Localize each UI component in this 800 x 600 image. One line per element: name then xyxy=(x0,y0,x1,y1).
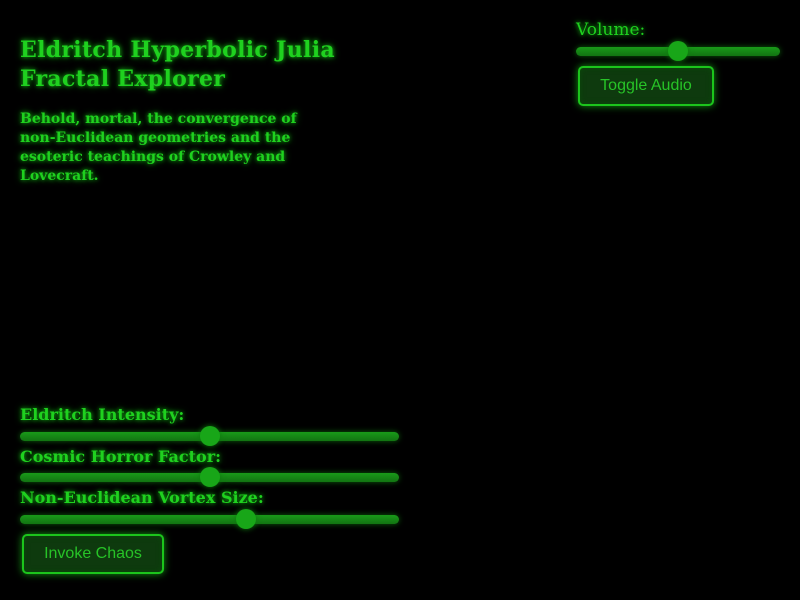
page-description: Behold, mortal, the convergence of non-E… xyxy=(20,111,297,184)
vortex-size-slider[interactable] xyxy=(20,509,399,529)
eldritch-intensity-thumb[interactable] xyxy=(199,426,220,446)
toggle-audio-button[interactable]: Toggle Audio xyxy=(578,66,714,106)
volume-slider-thumb[interactable] xyxy=(668,41,688,61)
vortex-size-label: Non-Euclidean Vortex Size: xyxy=(20,488,264,507)
volume-label: Volume: xyxy=(576,20,646,40)
eldritch-intensity-label: Eldritch Intensity: xyxy=(20,405,185,424)
invoke-chaos-button[interactable]: Invoke Chaos xyxy=(22,534,164,574)
cosmic-horror-factor-slider[interactable] xyxy=(20,467,399,487)
cosmic-horror-factor-thumb[interactable] xyxy=(199,467,220,487)
page-title: Eldritch Hyperbolic Julia Fractal Explor… xyxy=(20,37,335,92)
cosmic-horror-factor-label: Cosmic Horror Factor: xyxy=(20,447,222,466)
vortex-size-thumb[interactable] xyxy=(235,509,256,529)
volume-slider[interactable] xyxy=(576,41,780,61)
eldritch-intensity-slider[interactable] xyxy=(20,426,399,446)
